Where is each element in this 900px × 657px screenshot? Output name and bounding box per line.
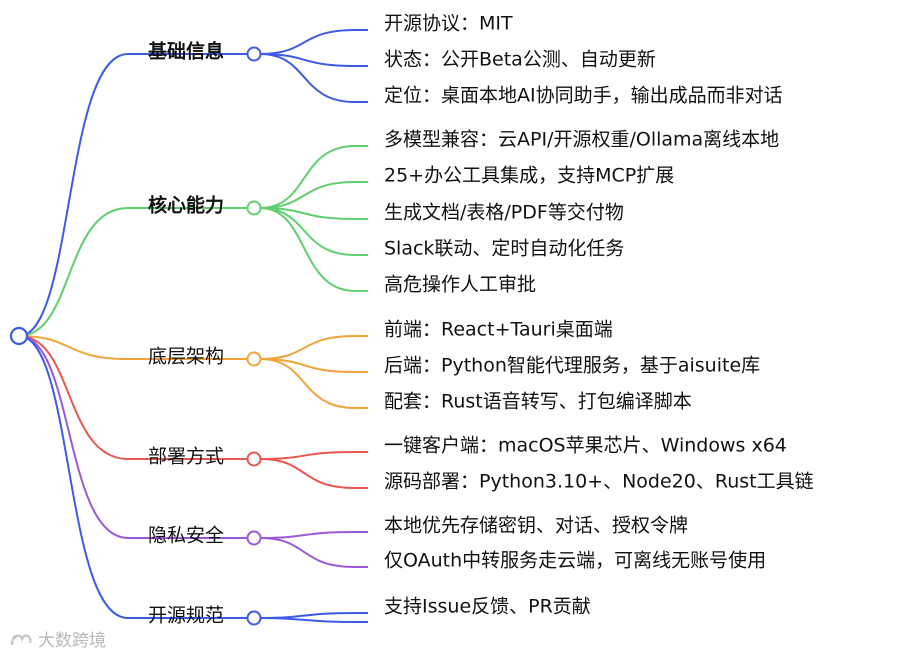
leaf-label-1-2: 生成文档/表格/PDF等交付物 — [384, 202, 624, 224]
leaf-label-2-1: 后端：Python智能代理服务，基于aisuite库 — [384, 355, 760, 377]
root-edge-0 — [18, 53, 248, 337]
leaf-label-5-0: 支持Issue反馈、PR贡献 — [384, 596, 591, 618]
branch-label-3: 部署方式 — [148, 446, 224, 468]
branch-label-2: 底层架构 — [148, 346, 224, 368]
watermark: 大数跨境 — [8, 626, 106, 651]
leaf-label-2-0: 前端：React+Tauri桌面端 — [384, 319, 613, 341]
leaf-edge-1-0 — [259, 145, 368, 209]
leaf-edge-2-2 — [259, 358, 368, 409]
leaf-label-0-2: 定位：桌面本地AI协同助手，输出成品而非对话 — [384, 85, 783, 107]
leaf-edge-3-0 — [259, 451, 368, 460]
mindmap-labels: 开源协议：MIT 状态：公开Beta公测、自动更新定位：桌面本地AI协同助手，输出… — [147, 13, 814, 627]
root-edge-1 — [18, 207, 248, 337]
leaf-edge-0-2 — [259, 53, 368, 103]
leaf-edge-5-1 — [259, 617, 368, 623]
leaf-label-0-1: 状态：公开Beta公测、自动更新 — [384, 49, 656, 71]
root-edge-5 — [18, 335, 248, 619]
leaf-edge-0-1 — [259, 53, 368, 67]
branch-label-4: 隐私安全 — [148, 525, 224, 547]
root-edge-2 — [18, 335, 248, 360]
branch-label-0: 基础信息 — [147, 40, 224, 63]
leaf-label-1-0: 多模型兼容：云API/开源权重/Ollama离线本地 — [384, 129, 779, 151]
root-edge-3 — [18, 335, 248, 460]
branch-label-1: 核心能力 — [148, 194, 224, 217]
leaf-edge-3-1 — [259, 458, 368, 489]
branch-node-3 — [246, 451, 262, 467]
leaf-label-3-0: 一键客户端：macOS苹果芯片、Windows x64 — [384, 435, 787, 457]
leaf-edge-1-2 — [259, 207, 368, 220]
root-node — [9, 326, 29, 346]
leaf-edge-4-1 — [259, 537, 368, 568]
leaf-edge-1-4 — [259, 207, 368, 292]
leaf-label-1-3: Slack联动、定时自动化任务 — [384, 238, 624, 260]
branch-node-1 — [246, 200, 262, 216]
branch-label-5: 开源规范 — [148, 605, 224, 627]
leaf-label-4-0: 本地优先存储密钥、对话、授权令牌 — [384, 515, 688, 537]
root-edge-4 — [18, 335, 248, 539]
branch-node-2 — [246, 351, 262, 367]
branch-node-5 — [246, 610, 262, 626]
leaf-label-3-1: 源码部署：Python3.10+、Node20、Rust工具链 — [384, 471, 814, 493]
leaf-label-1-4: 高危操作人工审批 — [384, 274, 536, 296]
leaf-edge-2-1 — [259, 358, 368, 373]
leaf-label-4-1: 仅OAuth中转服务走云端，可离线无账号使用 — [384, 550, 766, 572]
mindmap-edges — [18, 29, 368, 623]
leaf-label-0-0: 开源协议：MIT — [384, 13, 513, 35]
mindmap-diagram: 开源协议：MIT 状态：公开Beta公测、自动更新定位：桌面本地AI协同助手，输出… — [9, 13, 814, 627]
leaf-edge-1-1 — [259, 181, 368, 209]
branch-node-4 — [246, 530, 262, 546]
leaf-edge-1-3 — [259, 207, 368, 256]
leaf-label-1-1: 25+办公工具集成，支持MCP扩展 — [384, 165, 674, 187]
watermark-text: 大数跨境 — [38, 631, 106, 651]
leaf-edge-2-0 — [259, 335, 368, 360]
branch-node-0 — [246, 46, 262, 62]
leaf-edge-0-0 — [259, 29, 368, 55]
watermark-logo-icon — [10, 633, 32, 645]
leaf-label-2-2: 配套：Rust语音转写、打包编译脚本 — [384, 391, 692, 413]
mindmap-nodes — [9, 46, 262, 626]
leaf-edge-4-0 — [259, 531, 368, 539]
